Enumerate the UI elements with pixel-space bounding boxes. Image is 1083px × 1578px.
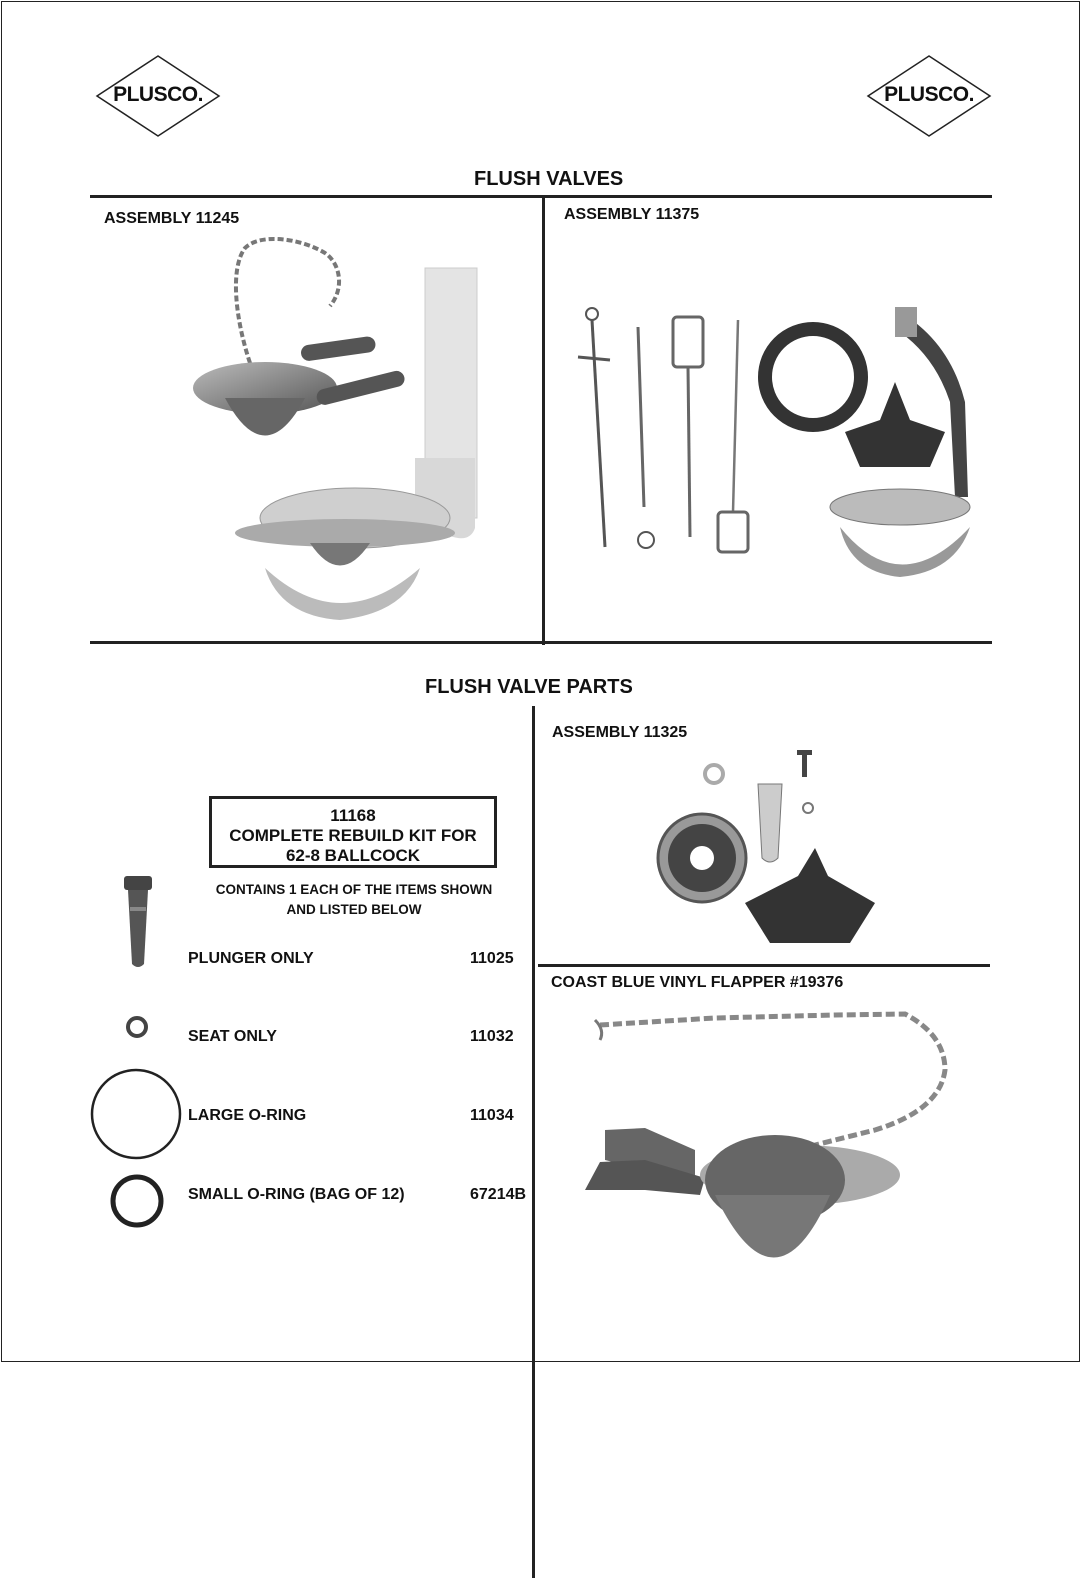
assembly-11325-illustration (656, 750, 875, 943)
plusco-logo-right: PLUSCO. (866, 54, 992, 138)
small-o-ring-icon (110, 1174, 164, 1228)
kit-number: 11168 (330, 806, 376, 825)
top-divider (90, 195, 992, 198)
assembly-11245-label: ASSEMBLY 11245 (104, 210, 240, 227)
flush-valve-parts-title: FLUSH VALVE PARTS (425, 676, 633, 698)
seat-icon (126, 1016, 148, 1038)
middle-divider (90, 641, 992, 644)
assembly-11375-label: ASSEMBLY 11375 (564, 206, 700, 223)
part-number-large-o-ring: 11034 (470, 1107, 514, 1124)
flapper-label: COAST BLUE VINYL FLAPPER #19376 (551, 974, 844, 991)
kit-contents-note: CONTAINS 1 EACH OF THE ITEMS SHOWN AND L… (196, 880, 512, 920)
plunger-icon (124, 876, 152, 967)
flush-valves-title: FLUSH VALVES (474, 168, 624, 190)
part-name-seat: SEAT ONLY (188, 1028, 277, 1045)
part-name-small-o-ring: SMALL O-RING (BAG OF 12) (188, 1186, 405, 1203)
kit-line-2: 62-8 BALLCOCK (285, 846, 421, 865)
part-name-plunger: PLUNGER ONLY (188, 950, 314, 967)
assembly-11375-illustration (577, 307, 971, 577)
assembly-11245-illustration (193, 236, 478, 620)
flapper-divider (538, 964, 990, 967)
page-frame (1, 1, 1080, 1362)
logo-text: PLUSCO. (113, 83, 203, 106)
rebuild-kit-box: 11168 COMPLETE REBUILD KIT FOR 62-8 BALL… (209, 796, 497, 868)
assembly-11325-label: ASSEMBLY 11325 (552, 724, 688, 741)
logo-text: PLUSCO. (884, 83, 974, 106)
contains-line-1: CONTAINS 1 EACH OF THE ITEMS SHOWN (215, 882, 493, 897)
part-number-small-o-ring: 67214B (470, 1186, 527, 1203)
plusco-logo-left: PLUSCO. (95, 54, 221, 138)
part-name-large-o-ring: LARGE O-RING (188, 1107, 307, 1124)
flush-valves-column-divider (542, 197, 545, 645)
parts-column-divider (532, 706, 535, 1578)
kit-line-1: COMPLETE REBUILD KIT FOR (229, 826, 477, 845)
contains-line-2: AND LISTED BELOW (286, 902, 422, 917)
large-o-ring-icon (90, 1068, 182, 1160)
flapper-illustration (585, 1011, 948, 1258)
part-number-plunger: 11025 (470, 950, 514, 967)
part-number-seat: 11032 (470, 1028, 514, 1045)
